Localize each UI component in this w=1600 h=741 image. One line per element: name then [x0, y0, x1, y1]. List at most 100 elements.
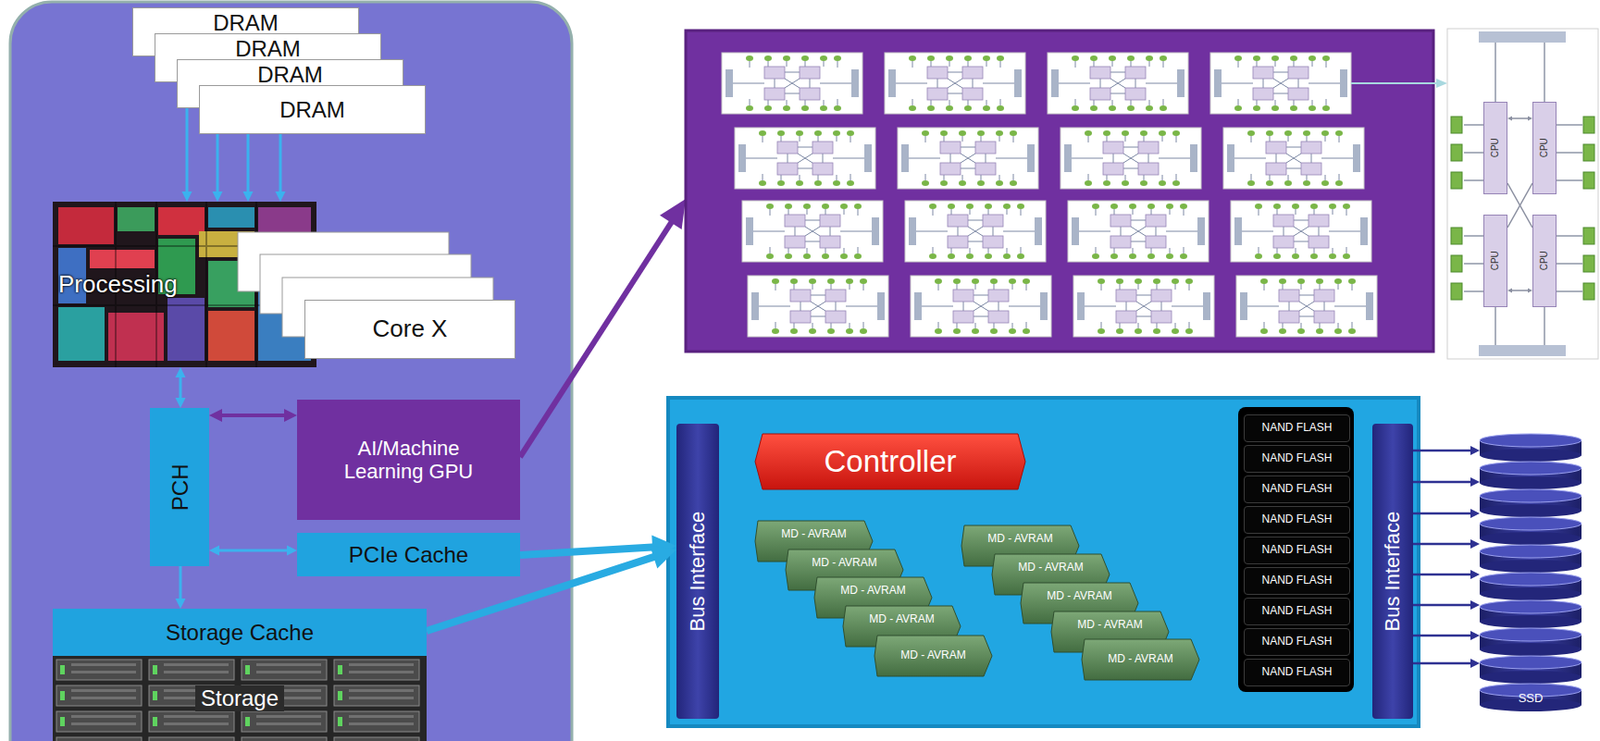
node-label: NAND FLASH: [1261, 452, 1332, 466]
illustration-part: [1583, 283, 1595, 300]
nand-chip: NAND FLASH: [1243, 445, 1351, 473]
leader-arrowhead: [1436, 78, 1448, 88]
connector-line: [1413, 604, 1473, 608]
node-label: MD - AVRAM: [987, 533, 1053, 546]
node-label: DRAM: [212, 10, 279, 37]
bus-interface: Bus Interface: [1372, 423, 1414, 720]
node-label: DRAM: [279, 97, 346, 124]
illustration-part: [1479, 683, 1582, 712]
arrowhead: [243, 191, 254, 202]
connector-arrow: [1413, 508, 1480, 519]
arrowhead: [1470, 658, 1480, 669]
connector-line: [1507, 183, 1533, 228]
arrowhead: [286, 545, 298, 557]
illustration-part: [1073, 275, 1215, 337]
connector-arrow: [1413, 539, 1480, 549]
node-label: NAND FLASH: [1261, 635, 1332, 649]
ctrl-shape: [755, 434, 1026, 490]
arrowhead: [175, 598, 187, 609]
connector-arrow: [1413, 631, 1480, 641]
nand-chip: NAND FLASH: [1243, 506, 1351, 534]
node-label: Storage: [195, 685, 285, 712]
node-label: MD - AVRAM: [1077, 619, 1142, 633]
illustration-part: [1583, 144, 1595, 162]
arrowhead: [284, 409, 298, 422]
memory-module-panel: [668, 397, 1419, 727]
node-label: Bus Interface: [1380, 511, 1404, 633]
illustration-part: [1479, 656, 1582, 684]
controller-box: Controller: [755, 434, 1026, 490]
connector-line: [217, 549, 288, 553]
node-label: MD - AVRAM: [1046, 590, 1112, 604]
node-label: NAND FLASH: [1261, 421, 1332, 435]
illustration-part: [685, 30, 1434, 352]
illustration-part: [208, 310, 255, 361]
illustration-part: [884, 52, 1026, 114]
illustration-part: [1583, 172, 1595, 189]
node-label: NAND FLASH: [1261, 513, 1332, 527]
illustration-part: [905, 200, 1046, 262]
connector-line: [179, 375, 183, 399]
illustration-part: [208, 207, 255, 228]
node-label: NAND FLASH: [1261, 483, 1332, 497]
connector-arrow: [175, 566, 187, 609]
illustration-part: [1451, 116, 1595, 300]
zoom-arrow: [520, 220, 673, 458]
illustration-part: [1463, 42, 1583, 346]
node-label: MD - AVRAM: [1107, 653, 1173, 667]
connector-line: [1507, 183, 1533, 228]
connector-line: [1413, 634, 1473, 638]
connector-arrow: [1413, 600, 1480, 610]
connector-line: [520, 546, 657, 556]
connector-line: [1413, 573, 1473, 577]
connector-line: [1413, 512, 1473, 516]
illustration-part: [1479, 545, 1582, 573]
illustration-part: [1479, 434, 1582, 462]
node-label: Storage Cache: [165, 620, 314, 646]
arrowhead: [1507, 288, 1513, 294]
illustration-part: [1479, 489, 1582, 518]
illustration-part: [1583, 255, 1595, 273]
node-label: NAND FLASH: [1261, 605, 1332, 619]
connector-arrow: [1413, 446, 1480, 456]
illustration-part: [1479, 572, 1582, 601]
avram-module: MD - AVRAM: [874, 635, 993, 677]
cpu-chip: CPU: [1483, 214, 1508, 308]
illustration-part: [721, 52, 863, 114]
node-label: DRAM: [235, 36, 301, 63]
storage-rack: [52, 656, 427, 741]
illustration-part: [89, 249, 155, 269]
arrowhead: [209, 409, 223, 422]
illustration-part: [747, 275, 889, 337]
illustration-part: [1451, 172, 1463, 189]
connector-arrow: [1507, 288, 1533, 294]
illustration-part: [1451, 144, 1463, 162]
system-panel: [10, 1, 572, 741]
arrowhead: [182, 191, 193, 202]
connector-arrow: [1507, 183, 1533, 228]
connector-arrow: [1413, 570, 1480, 580]
illustration-part: [167, 297, 205, 361]
illustration-part: [1067, 200, 1209, 262]
illustration-part: [742, 200, 883, 262]
illustration-part: [1230, 200, 1372, 262]
illustration-part: [910, 275, 1052, 337]
illustration-part: [1451, 227, 1463, 245]
nand-chip: NAND FLASH: [1243, 567, 1351, 596]
node-label: Controller: [823, 444, 956, 480]
arrowhead: [1470, 600, 1480, 610]
nand-package: [1238, 407, 1354, 693]
illustration-part: [1479, 600, 1582, 629]
illustration-part: [58, 207, 114, 245]
ssd-stack: [1479, 434, 1582, 712]
node-label: MD - AVRAM: [1017, 561, 1083, 575]
arrowhead: [649, 545, 677, 570]
node-label: CPU: [1489, 137, 1501, 158]
illustration-part: [1060, 127, 1202, 189]
node-label: Core X: [372, 315, 448, 344]
dram-chip: DRAM: [198, 85, 426, 135]
connector-line: [179, 566, 183, 601]
arrowhead: [275, 191, 286, 202]
node-label: DRAM: [257, 62, 323, 88]
